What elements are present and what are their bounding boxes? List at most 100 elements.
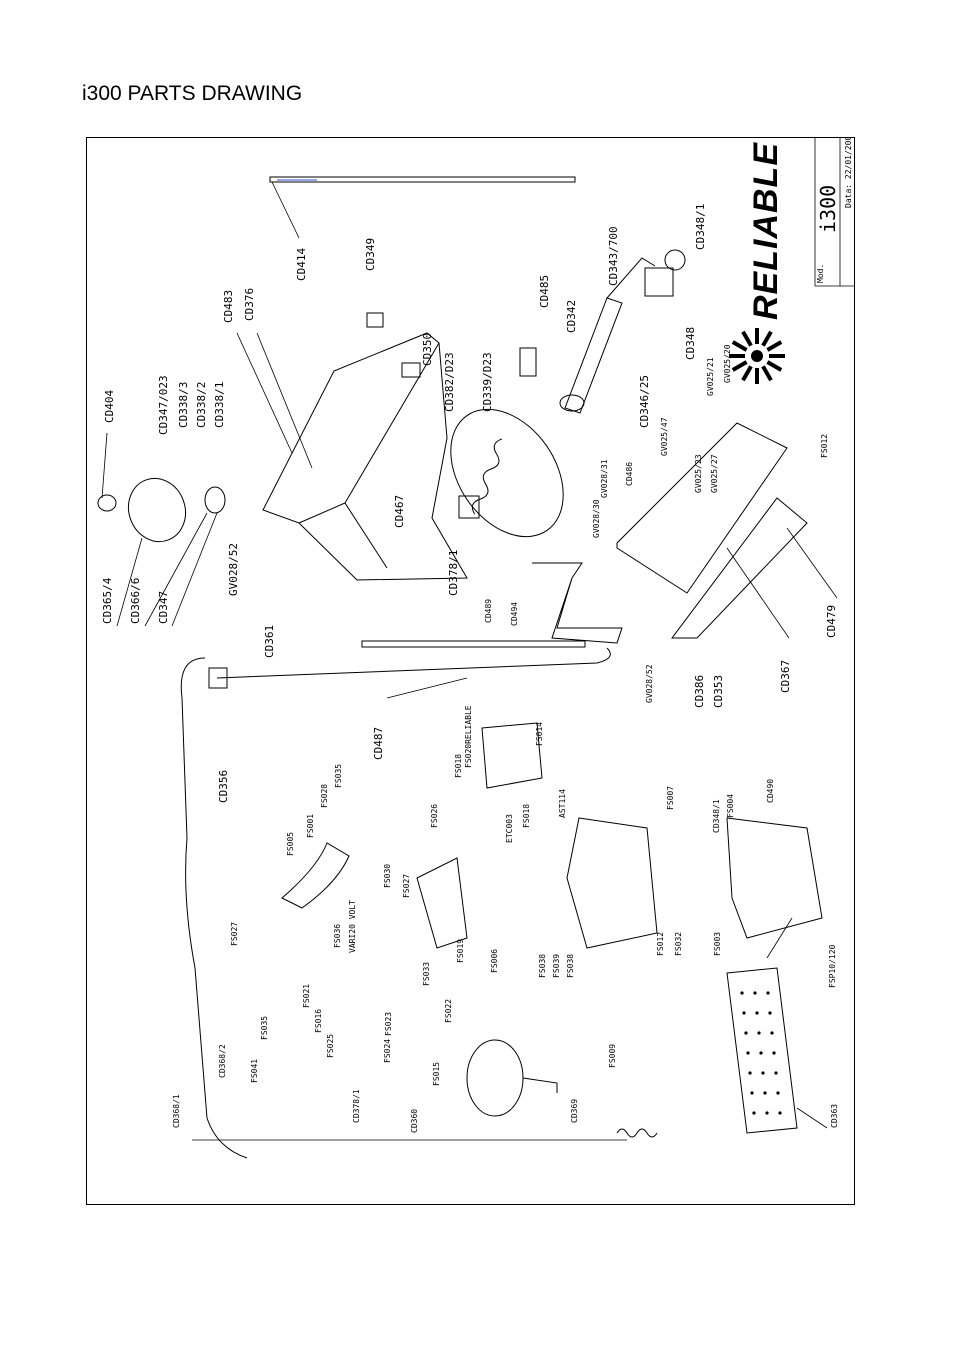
label-cd353: CD353: [712, 675, 725, 708]
label-fs005: FS005: [286, 832, 295, 856]
label-fs003: FS003: [713, 932, 722, 956]
label-cd350: CD350: [421, 333, 434, 366]
label-cd363: CD363: [830, 1104, 839, 1128]
label-fs022: FS022: [444, 999, 453, 1023]
label-cd347: CD347: [157, 591, 170, 624]
label-fs018: FS018: [454, 754, 463, 778]
label-cd349: CD349: [364, 238, 377, 271]
label-cd366-6: CD366/6: [129, 578, 142, 624]
label-fs036: FS036: [333, 924, 342, 948]
label-fs006: FS006: [490, 949, 499, 973]
label-cd360: CD360: [410, 1109, 419, 1133]
label-cd487: CD487: [372, 727, 385, 760]
label-fsp10-120: FSP10/120: [828, 944, 837, 988]
label-cd376: CD376: [243, 288, 256, 321]
label-fs032: FS032: [674, 932, 683, 956]
label-fs026: FS026: [430, 804, 439, 828]
label-fs016: FS016: [314, 1009, 323, 1033]
label-cd365-4: CD365/4: [101, 577, 114, 624]
label-fs018b: FS018: [522, 804, 531, 828]
label-cd489: CD489: [484, 599, 493, 623]
label-fs027: FS027: [402, 874, 411, 898]
label-fs035b: FS035: [260, 1016, 269, 1040]
parts-drawing: Data: 22/01/2008 i300 Mod. RELIABLE: [97, 138, 854, 1159]
label-fs028: FS028: [320, 784, 329, 808]
parts-geometry: [97, 176, 823, 1159]
label-fs020-reliable: FS020RELIABLE: [464, 705, 473, 768]
label-cd404: CD404: [103, 390, 116, 423]
label-cd342: CD342: [565, 300, 578, 333]
label-cd338-1: CD338/1: [213, 382, 226, 428]
label-gv025-21: GV025/21: [706, 357, 715, 396]
label-cd346-25: CD346/25: [638, 375, 651, 428]
label-cd348-1b: CD348/1: [712, 799, 721, 833]
label-cd356: CD356: [217, 770, 230, 803]
label-fs012a: FS012: [820, 434, 829, 458]
label-cd386: CD386: [693, 675, 706, 708]
part-labels: CD414 CD349 CD483 CD376 CD485 CD342 CD34…: [101, 204, 839, 1133]
label-fs027b: FS027: [230, 922, 239, 946]
title-model-label: Mod.: [816, 264, 825, 283]
label-cd368-2: CD368/2: [218, 1044, 227, 1078]
label-cd348-1: CD348/1: [694, 204, 707, 250]
label-fs009: FS009: [608, 1044, 617, 1068]
label-cd467: CD467: [393, 495, 406, 528]
label-fs035: FS035: [334, 764, 343, 788]
label-cd343-700: CD343/700: [607, 226, 620, 286]
brand-wordmark: RELIABLE: [747, 142, 785, 320]
label-cd483: CD483: [222, 290, 235, 323]
label-cd347-023: CD347/023: [157, 375, 170, 435]
label-cd338-3: CD338/3: [177, 382, 190, 428]
leader-lines: [101, 181, 838, 1129]
brand-logo-icon: [729, 328, 785, 384]
page-title: i300 PARTS DRAWING: [82, 82, 303, 105]
label-cd367: CD367: [779, 660, 792, 693]
label-ast114: AST114: [558, 789, 567, 818]
label-gv028-52: GV028/52: [227, 543, 240, 596]
label-fs038b: FS038: [566, 954, 575, 978]
label-cd378-1b: CD378/1: [352, 1089, 361, 1123]
label-cd479: CD479: [825, 605, 838, 638]
label-gv025-20: GV025/20: [723, 344, 732, 383]
label-fs012b: FS012: [656, 932, 665, 956]
label-gv028-52b: GV028/52: [645, 664, 654, 703]
label-cd490: CD490: [766, 779, 775, 803]
label-cd338-2: CD338/2: [195, 382, 208, 428]
label-cd486: CD486: [625, 462, 634, 486]
label-fs041: FS041: [250, 1059, 259, 1083]
label-fs030: FS030: [383, 864, 392, 888]
label-fs019: FS019: [456, 939, 465, 963]
label-gv025-27: GV025/27: [710, 454, 719, 493]
label-gv028-30: GV028/30: [592, 499, 601, 538]
title-date: Data: 22/01/2008: [844, 138, 853, 208]
label-cd378-1: CD378/1: [447, 550, 460, 596]
title-block: Data: 22/01/2008 i300 Mod. RELIABLE: [729, 138, 854, 384]
label-etc003: ETC003: [505, 814, 514, 843]
label-fs021: FS021: [302, 984, 311, 1008]
label-volt-vari: VARI20 VOLT: [348, 900, 357, 953]
title-model: i300: [816, 185, 840, 233]
label-fs014: FS014: [535, 722, 544, 746]
label-fs025: FS025: [326, 1034, 335, 1058]
label-fs038: FS038: [538, 954, 547, 978]
label-fs004: FS004: [726, 794, 735, 818]
label-cd382-d23: CD382/D23: [443, 352, 456, 412]
drawing-frame: Data: 22/01/2008 i300 Mod. RELIABLE: [86, 137, 855, 1205]
label-fs015: FS015: [432, 1062, 441, 1086]
label-fs001: FS001: [306, 814, 315, 838]
label-fs033: FS033: [422, 962, 431, 986]
label-gv028-31: GV028/31: [600, 459, 609, 498]
label-fs039: FS039: [552, 954, 561, 978]
label-cd339-d23: CD339/D23: [481, 352, 494, 412]
label-gv025-23: GV025/23: [694, 454, 703, 493]
label-cd369: CD369: [570, 1099, 579, 1123]
label-cd348: CD348: [684, 327, 697, 360]
label-cd361: CD361: [263, 625, 276, 658]
label-fs007: FS007: [666, 786, 675, 810]
label-cd485: CD485: [538, 275, 551, 308]
label-cd494: CD494: [510, 602, 519, 626]
label-cd414: CD414: [295, 248, 308, 281]
label-fs024: FS024: [383, 1039, 392, 1063]
label-fs023: FS023: [384, 1012, 393, 1036]
label-cd368-1: CD368/1: [172, 1094, 181, 1128]
